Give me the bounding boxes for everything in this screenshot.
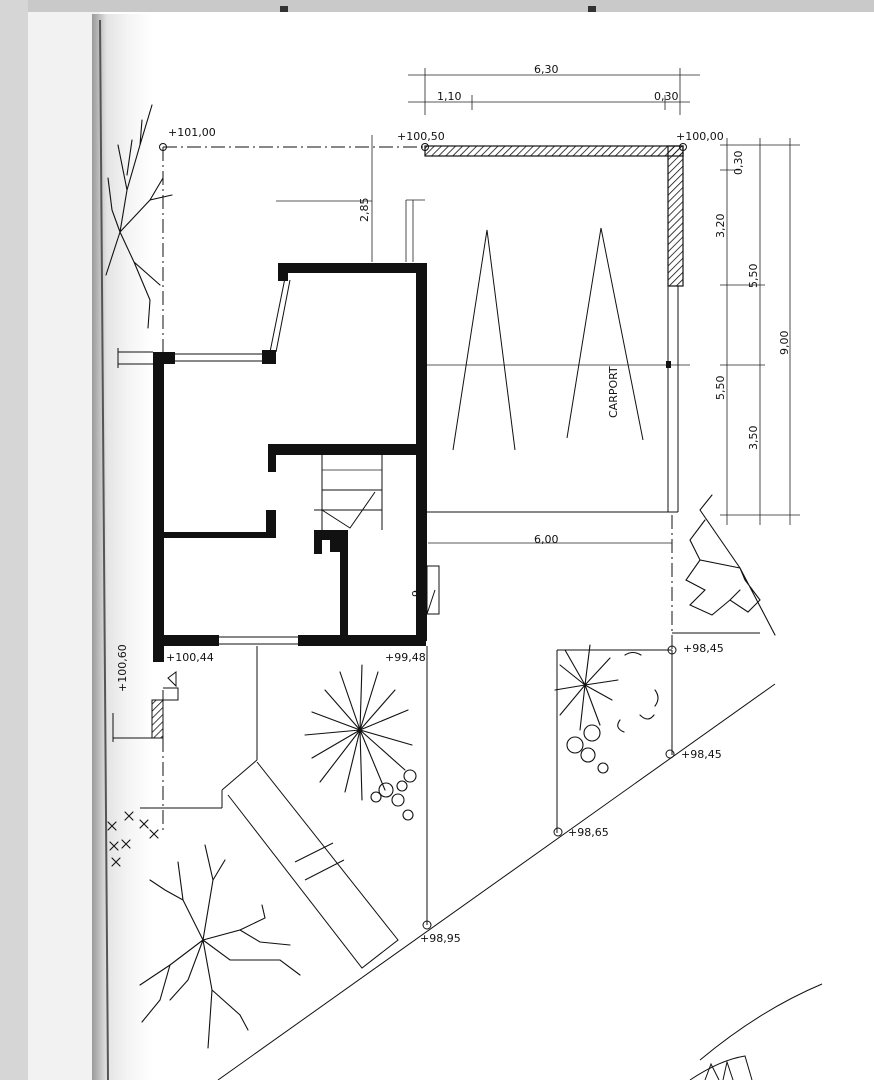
dim-right-b: 3,20	[714, 214, 727, 239]
elev-house-top: +100,50	[397, 130, 445, 143]
elev-bottom-left: +98,95	[420, 932, 461, 945]
tree-top-left	[105, 104, 173, 329]
elev-entrance: +100,44	[166, 651, 214, 664]
dim-right-a: 0,30	[732, 151, 745, 176]
right-dimension-chain: 0,30 3,20 5,50 5,50 3,50 9,00	[714, 138, 800, 525]
dim-right-total: 9,00	[778, 331, 791, 356]
setback-lines: 2,85	[276, 135, 425, 262]
bin-marker: 9	[410, 590, 423, 597]
dim-right-e: 3,50	[747, 426, 760, 451]
dim-carport-width: 6,00	[534, 533, 559, 546]
elev-ne-corner: +100,00	[676, 130, 724, 143]
elevation-markers: +101,00 +100,50 +100,00 +100,60 +100,44 …	[116, 126, 724, 945]
tree-bottom-left	[139, 844, 301, 1049]
elev-left-side: +100,60	[116, 644, 129, 692]
shrub-right	[554, 644, 659, 774]
elev-right-low: +98,45	[681, 748, 722, 761]
dim-top-left: 1,10	[437, 90, 462, 103]
left-page-edge	[0, 0, 28, 1080]
site-lines	[112, 632, 776, 1080]
elev-bottom-center: +98,65	[568, 826, 609, 839]
dim-right-d: 5,50	[714, 376, 727, 401]
top-dimension-chain: 6,30 1,10 0,30	[408, 63, 700, 115]
scanner-top-edge	[0, 0, 874, 12]
dim-right-c: 5,50	[747, 264, 760, 289]
shrub-center	[304, 664, 417, 821]
dim-top-right: 0,30	[654, 90, 679, 103]
house-outline: 9	[117, 263, 440, 662]
elev-nw-corner: +101,00	[168, 126, 216, 139]
elev-house-se: +99,48	[385, 651, 426, 664]
bottom-right-fragment	[689, 983, 823, 1080]
elev-right-mid: +98,45	[683, 642, 724, 655]
carport-label: CARPORT	[607, 366, 620, 418]
shrub-far-right	[685, 494, 776, 636]
dim-top-total: 6,30	[534, 63, 559, 76]
carport: CARPORT 6,00	[420, 145, 690, 546]
small-plants-left	[107, 811, 159, 867]
dim-house-offset: 2,85	[358, 198, 371, 223]
